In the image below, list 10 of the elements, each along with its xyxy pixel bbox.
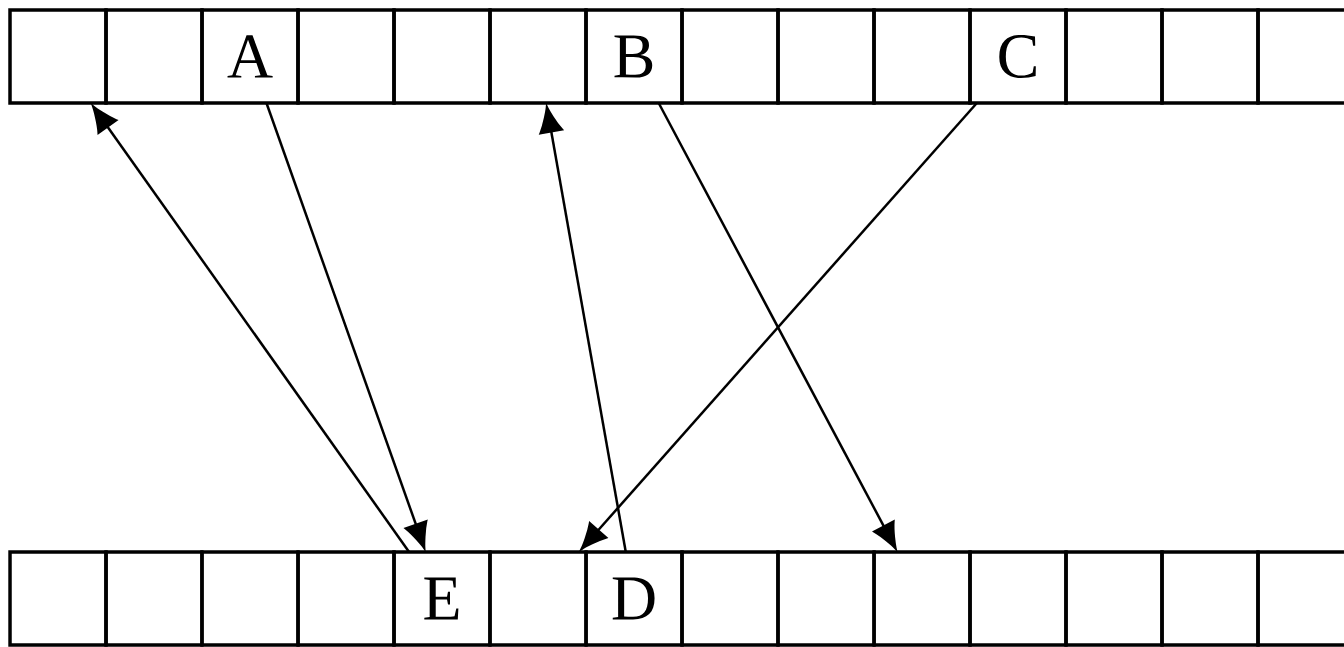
arrow xyxy=(580,102,978,550)
letter-cell: E xyxy=(392,550,492,647)
arrow xyxy=(539,106,627,553)
letter-cell: D xyxy=(584,550,684,647)
arrow xyxy=(657,102,897,550)
letter-cell: C xyxy=(968,8,1068,105)
empty-cell xyxy=(1256,550,1344,647)
letter-cell: B xyxy=(584,8,684,105)
empty-cell xyxy=(1256,8,1344,105)
letter-cell: A xyxy=(200,8,300,105)
